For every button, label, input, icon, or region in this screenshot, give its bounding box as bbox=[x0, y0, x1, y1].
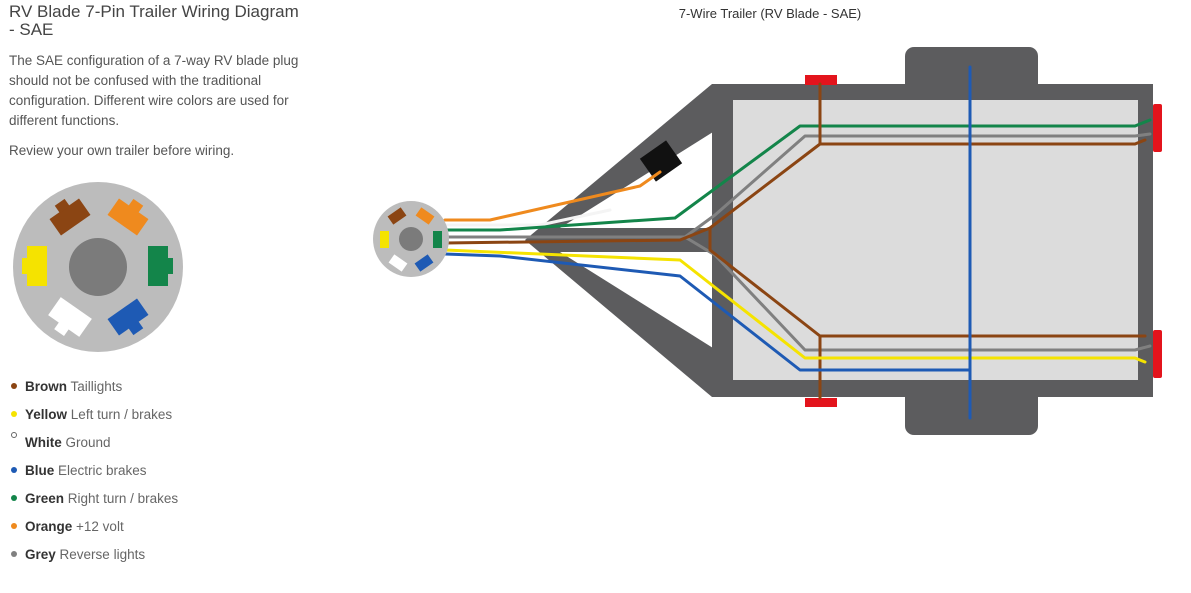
green-dot-icon bbox=[11, 495, 17, 501]
wire-green bbox=[443, 118, 1152, 232]
tail-light-right bbox=[1153, 104, 1162, 152]
small-plug bbox=[373, 201, 449, 277]
marker-light-bottom bbox=[805, 398, 837, 407]
marker-light-top bbox=[805, 75, 837, 85]
pin-orange bbox=[107, 198, 149, 236]
pin-blue bbox=[107, 298, 149, 336]
legend-item-grey: Grey Reverse lights bbox=[10, 545, 178, 573]
legend-item-blue: Blue Electric brakes bbox=[10, 461, 178, 489]
pin-white bbox=[48, 297, 92, 337]
legend-item-orange: Orange +12 volt bbox=[10, 517, 178, 545]
chain-hook bbox=[617, 194, 625, 202]
pin-green bbox=[148, 246, 173, 286]
legend-item-green: Green Right turn / brakes bbox=[10, 489, 178, 517]
wire-white bbox=[443, 208, 612, 227]
pin-brown bbox=[49, 198, 91, 236]
trailer-wiring-diagram bbox=[373, 47, 1162, 435]
review-note: Review your own trailer before wiring. bbox=[9, 143, 235, 158]
wire-color-legend: Brown Taillights Yellow Left turn / brak… bbox=[10, 377, 178, 573]
wire-blue bbox=[443, 252, 972, 372]
wire-grey bbox=[443, 132, 1152, 239]
tail-light-left bbox=[1153, 330, 1162, 378]
page-title: RV Blade 7-Pin Trailer Wiring Diagram - … bbox=[9, 2, 299, 39]
pin-yellow bbox=[22, 246, 47, 286]
diagram-title: 7-Wire Trailer (RV Blade - SAE) bbox=[678, 6, 862, 21]
blue-dot-icon bbox=[11, 467, 17, 473]
legend-item-yellow: Yellow Left turn / brakes bbox=[10, 405, 178, 433]
white-dot-icon bbox=[11, 432, 17, 438]
orange-dot-icon bbox=[11, 523, 17, 529]
grey-dot-icon bbox=[11, 551, 17, 557]
plug-face-diagram bbox=[13, 182, 183, 352]
wire-brown bbox=[443, 138, 1147, 245]
legend-item-white: White Ground bbox=[10, 432, 178, 461]
wire-yellow bbox=[443, 248, 1147, 364]
coupler-block bbox=[639, 140, 683, 182]
description: The SAE configuration of a 7-way RV blad… bbox=[9, 53, 299, 128]
yellow-dot-icon bbox=[11, 411, 17, 417]
plug-center-pin bbox=[69, 238, 127, 296]
wire-orange bbox=[443, 170, 662, 222]
legend-item-brown: Brown Taillights bbox=[10, 377, 178, 405]
trailer-bed bbox=[733, 100, 1138, 380]
brown-dot-icon bbox=[11, 383, 17, 389]
